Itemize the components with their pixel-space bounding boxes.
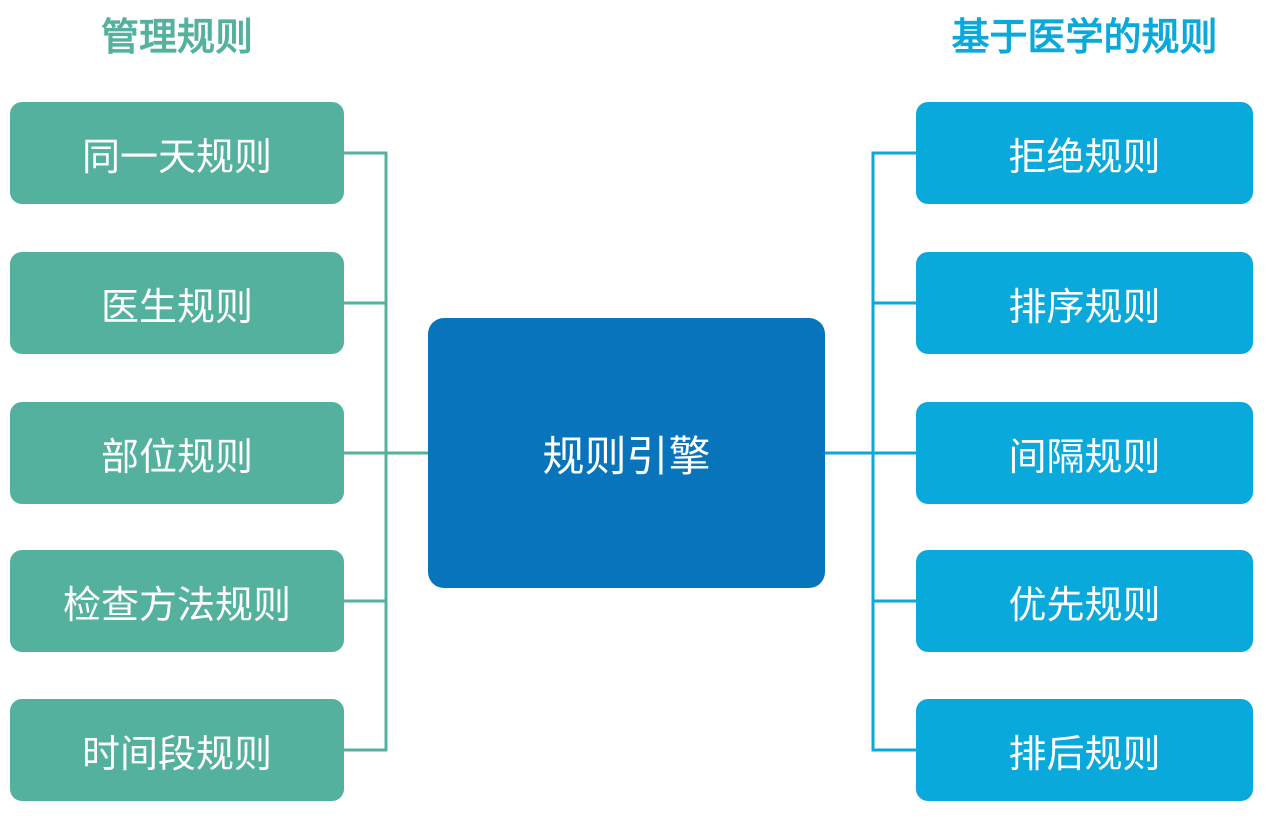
node-reject-rules: 拒绝规则 xyxy=(916,102,1253,204)
node-time-period-rules: 时间段规则 xyxy=(10,699,344,801)
node-rule-engine: 规则引擎 xyxy=(428,318,825,588)
node-priority-rules: 优先规则 xyxy=(916,550,1253,652)
right-group-header: 基于医学的规则 xyxy=(951,17,1218,59)
left-group-header: 管理规则 xyxy=(100,17,253,59)
node-body-part-rules: 部位规则 xyxy=(10,402,344,504)
node-doctor-rules: 医生规则 xyxy=(10,252,344,354)
node-interval-rules: 间隔规则 xyxy=(916,402,1253,504)
node-sort-rules: 排序规则 xyxy=(916,252,1253,354)
node-defer-rules: 排后规则 xyxy=(916,699,1253,801)
node-same-day-rules: 同一天规则 xyxy=(10,102,344,204)
node-exam-method-rules: 检查方法规则 xyxy=(10,550,344,652)
